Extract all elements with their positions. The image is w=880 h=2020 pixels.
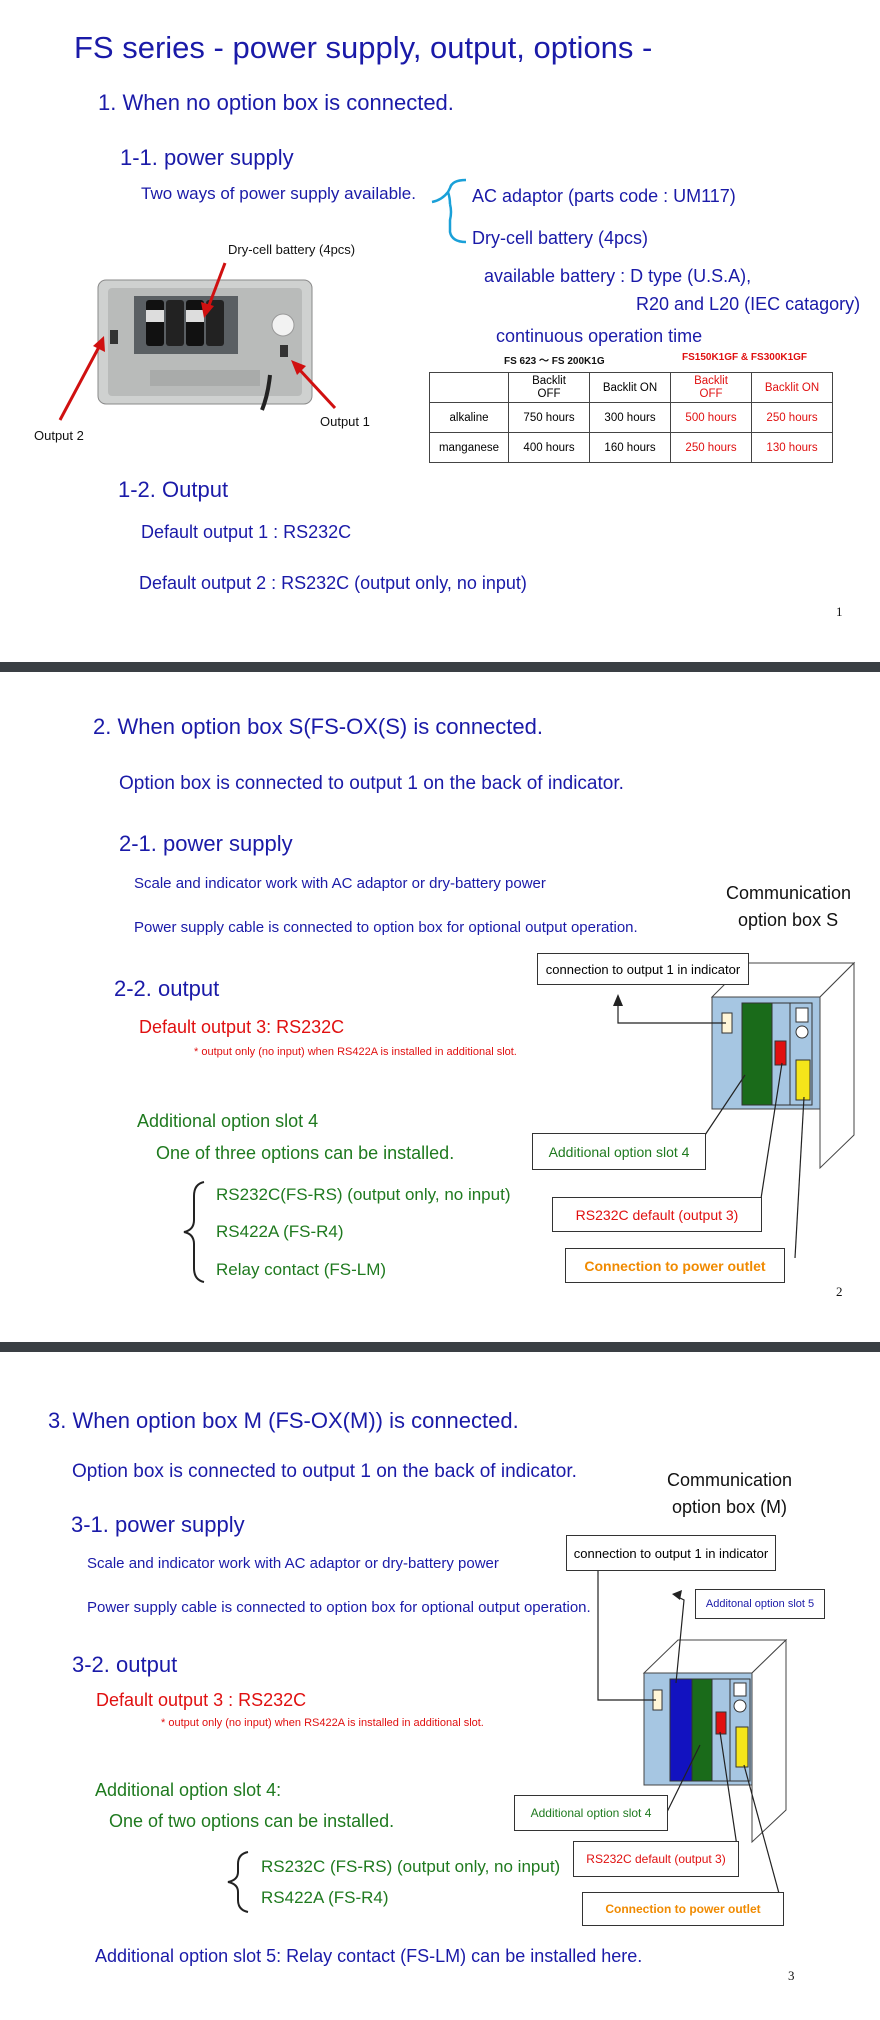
output-note: * output only (no input) when RS422A is … [194, 1046, 517, 1058]
slide-title: FS series - power supply, output, option… [74, 30, 653, 65]
section-1-heading: 1. When no option box is connected. [98, 90, 454, 115]
option-item-rs422a: RS422A (FS-R4) [261, 1888, 389, 1907]
option-item-rs232c: RS232C(FS-RS) (output only, no input) [216, 1185, 511, 1204]
slot-4-heading: Additional option slot 4: [95, 1780, 282, 1800]
default-output-2: Default output 2 : RS232C (output only, … [139, 573, 527, 593]
slot-5-text: Additional option slot 5: Relay contact … [95, 1946, 643, 1966]
power-line-2: Power supply cable is connected to optio… [87, 1599, 591, 1616]
box-title-line-2: option box (M) [672, 1497, 788, 1517]
page-number: 3 [788, 1968, 795, 1983]
table-row: manganese 400 hours 160 hours 250 hours … [429, 432, 833, 463]
table-group-1: FS 623 ～ FS 200K1G [504, 356, 605, 367]
connected-text: Option box is connected to output 1 on t… [72, 1461, 577, 1482]
subsection-2-1-heading: 2-1. power supply [119, 831, 293, 856]
default-output-3: Default output 3 : RS232C [96, 1690, 307, 1710]
subsection-2-2-heading: 2-2. output [114, 976, 220, 1001]
slide-separator [0, 1342, 880, 1352]
box-title-line-1: Communication [726, 883, 852, 903]
subsection-3-2-heading: 3-2. output [72, 1652, 178, 1677]
table-header-cell: Backlit OFF [670, 372, 752, 403]
default-output-1: Default output 1 : RS232C [141, 522, 352, 542]
callout-option-slot-4: Additional option slot 4 [514, 1795, 668, 1831]
table-cell: alkaline [429, 402, 509, 433]
table-row: alkaline 750 hours 300 hours 500 hours 2… [429, 402, 833, 433]
output-note: * output only (no input) when RS422A is … [161, 1717, 484, 1729]
slide-separator [0, 662, 880, 672]
table-cell: 130 hours [751, 432, 833, 463]
table-group-2: FS150K1GF & FS300K1GF [682, 352, 808, 363]
section-3-heading: 3. When option box M (FS-OX(M)) is conne… [48, 1408, 519, 1433]
section-2-heading: 2. When option box S(FS-OX(S) is connect… [93, 714, 543, 739]
table-header-cell: Backlit OFF [508, 372, 590, 403]
slot-4-description: One of two options can be installed. [109, 1811, 395, 1831]
available-battery-line-1: available battery : D type (U.S.A), [484, 266, 752, 286]
box-title-line-2: option box S [738, 910, 839, 930]
callout-connection-output-1: connection to output 1 in indicator [566, 1535, 776, 1571]
table-cell: 300 hours [589, 402, 671, 433]
table-cell: 400 hours [508, 432, 590, 463]
power-line-2: Power supply cable is connected to optio… [134, 919, 638, 936]
option-item-rs232c: RS232C (FS-RS) (output only, no input) [261, 1857, 561, 1876]
table-cell: 250 hours [751, 402, 833, 433]
callout-option-slot-5: Additonal option slot 5 [695, 1589, 825, 1619]
operation-time-table: Backlit OFF Backlit ON Backlit OFF Backl… [429, 372, 833, 463]
connected-text: Option box is connected to output 1 on t… [119, 773, 624, 794]
table-header-cell [429, 372, 509, 403]
subsection-1-1-heading: 1-1. power supply [120, 145, 294, 170]
callout-power-outlet: Connection to power outlet [582, 1892, 784, 1926]
callout-rs232c-default: RS232C default (output 3) [552, 1197, 762, 1232]
option-item-relay: Relay contact (FS-LM) [216, 1260, 387, 1279]
default-output-3: Default output 3: RS232C [139, 1017, 345, 1037]
callout-power-outlet: Connection to power outlet [565, 1248, 785, 1283]
callout-rs232c-default: RS232C default (output 3) [573, 1841, 739, 1877]
slot-4-description: One of three options can be installed. [156, 1143, 455, 1163]
callout-option-slot-4: Additional option slot 4 [532, 1133, 706, 1170]
power-line-1: Scale and indicator work with AC adaptor… [134, 875, 546, 892]
two-ways-text: Two ways of power supply available. [141, 184, 416, 203]
photo-label-output-2: Output 2 [34, 428, 84, 443]
slot-4-heading: Additional option slot 4 [137, 1111, 319, 1131]
callout-connection-output-1: connection to output 1 in indicator [537, 953, 749, 985]
subsection-3-1-heading: 3-1. power supply [71, 1512, 245, 1537]
subsection-1-2-heading: 1-2. Output [118, 477, 229, 502]
table-cell: manganese [429, 432, 509, 463]
option-ac-adaptor: AC adaptor (parts code : UM117) [472, 186, 736, 206]
photo-label-output-1: Output 1 [320, 414, 370, 429]
option-item-rs422a: RS422A (FS-R4) [216, 1222, 344, 1241]
photo-label-battery: Dry-cell battery (4pcs) [228, 242, 356, 257]
continuous-operation-heading: continuous operation time [496, 326, 703, 346]
available-battery-line-2: R20 and L20 (IEC catagory) [636, 294, 861, 314]
power-line-1: Scale and indicator work with AC adaptor… [87, 1555, 499, 1572]
option-dry-battery: Dry-cell battery (4pcs) [472, 228, 649, 248]
table-cell: 160 hours [589, 432, 671, 463]
page-number: 2 [836, 1284, 843, 1299]
page-number: 1 [836, 604, 843, 619]
box-title-line-1: Communication [667, 1470, 793, 1490]
